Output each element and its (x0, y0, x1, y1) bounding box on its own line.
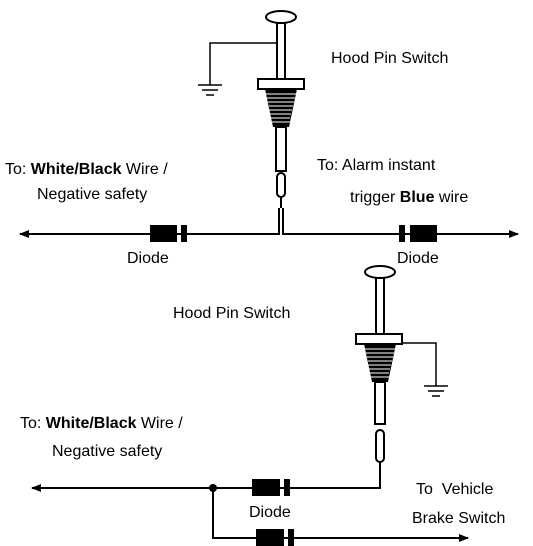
hood-pin-switch-top (257, 10, 305, 198)
left-target-bottom-line2: Negative safety (52, 443, 162, 460)
junction-dot (209, 484, 217, 492)
switch-label-top: Hood Pin Switch (331, 50, 448, 67)
right-target-bottom-line2: Brake Switch (412, 510, 505, 527)
switch-body (364, 344, 396, 382)
switch-flange (355, 333, 403, 345)
diode-bottom-upper (252, 479, 290, 496)
switch-plunger-cap (364, 265, 396, 279)
switch-label-bottom: Hood Pin Switch (173, 305, 290, 322)
switch-plunger (276, 22, 286, 84)
switch-body (265, 89, 297, 127)
switch-stem (275, 126, 287, 172)
switch-connector (375, 429, 385, 463)
hood-pin-switch-bottom (355, 265, 403, 463)
left-target-top-line2: Negative safety (37, 186, 147, 203)
diode-label-top-left: Diode (127, 250, 169, 267)
switch-flange (257, 78, 305, 90)
switch-connector (276, 172, 286, 198)
right-target-top-line2: trigger Blue wire (350, 189, 468, 206)
bottom-circuit: Hood Pin Switch To: White/Black Wire / N… (20, 265, 505, 546)
switch-plunger-cap (265, 10, 297, 24)
diode-label-top-right: Diode (397, 250, 439, 267)
top-circuit: Hood Pin Switch To: White/Black Wire / N… (5, 10, 519, 267)
diode-bottom-lower (256, 529, 294, 546)
ground-symbol-top (198, 42, 277, 96)
diode-top-right (399, 225, 437, 242)
wire-right-top (282, 208, 519, 238)
left-target-top-line1: To: White/Black Wire / (5, 161, 168, 178)
diode-top-left (150, 225, 187, 242)
right-target-top-line1: To: Alarm instant (317, 157, 436, 174)
switch-plunger (375, 277, 385, 339)
ground-symbol-bottom (402, 342, 448, 397)
switch-stem (374, 381, 386, 425)
left-target-bottom-line1: To: White/Black Wire / (20, 415, 183, 432)
right-target-bottom-line1: To Vehicle (416, 481, 493, 498)
wire-bottom-main (31, 462, 381, 492)
wire-left-top (19, 208, 280, 238)
wire-bottom-branch (212, 488, 469, 542)
diode-label-bottom: Diode (249, 504, 291, 521)
